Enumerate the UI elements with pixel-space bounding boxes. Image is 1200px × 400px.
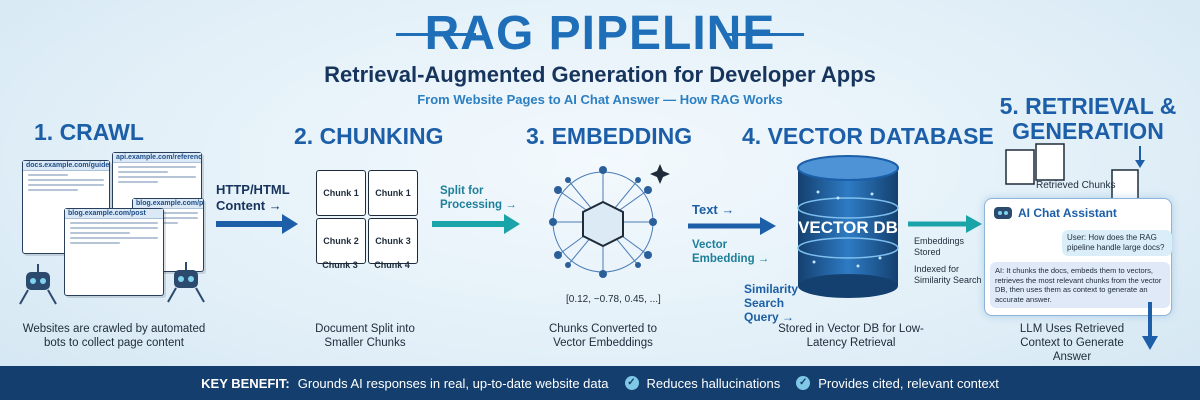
page-url: blog.example.com/post [65, 209, 163, 219]
crawler-bot-icons [19, 262, 205, 305]
key-benefit-bar: KEY BENEFIT: Grounds AI responses in rea… [0, 366, 1200, 400]
vectordb-note-indexed: Indexed for Similarity Search [914, 264, 982, 285]
chat-ai-message: AI: It chunks the docs, embeds them to v… [990, 262, 1170, 308]
embedding-vector-sample: [0.12, −0.78, 0.45, ...] [566, 294, 661, 305]
embedding-cube-icon [582, 200, 624, 248]
page-subtitle: Retrieval-Augmented Generation for Devel… [324, 62, 876, 87]
chunk-grid: Chunk 1 Chunk 1 Chunk 2 Chunk 3 Chunk 3 … [310, 162, 422, 298]
step-vectordb-caption: Stored in Vector DB for Low-Latency Retr… [778, 323, 924, 349]
retrieved-chunks-label: Retrieved Chunks [1036, 180, 1116, 191]
flow-label-similarity: Similarity Search Query → [744, 282, 799, 324]
key-benefit-label: KEY BENEFIT: [201, 375, 290, 391]
arrow-down-icon [1142, 302, 1158, 350]
vector-db-cylinder-icon [797, 155, 899, 298]
page-url: api.example.com/reference [113, 153, 201, 163]
page-url: blog.example.com/post [133, 199, 203, 209]
title-rule-left [396, 33, 476, 36]
check-icon: ✓ [624, 376, 639, 390]
check-icon: ✓ [796, 376, 811, 390]
step-chunking-heading: 2. CHUNKING [294, 123, 444, 149]
step-vectordb-heading: 4. VECTOR DATABASE [742, 123, 994, 149]
retrieved-docs-icon [1005, 143, 1145, 200]
chat-user-message: User: How does the RAG pipeline handle l… [1062, 230, 1172, 256]
chunk-tile: Chunk 2 [316, 218, 366, 264]
page-url: docs.example.com/guide [23, 161, 109, 171]
sparkle-icon [650, 164, 670, 184]
chunk-tile: Chunk 1 [368, 170, 418, 216]
page-tagline: From Website Pages to AI Chat Answer — H… [417, 92, 783, 107]
step-retrieval-heading: 5. RETRIEVAL & GENERATION [999, 93, 1177, 144]
chunk-tile: Chunk 3 [368, 218, 418, 264]
arrow-chunk-to-embed [432, 214, 520, 234]
robot-icon-right [167, 262, 205, 303]
arrow-embed-to-db [688, 217, 776, 235]
arrow-db-to-retrieval [908, 215, 982, 233]
arrow-crawl-to-chunk [216, 214, 298, 234]
crawled-page-blog: blog.example.com/post [64, 208, 164, 296]
title-rule-right [724, 33, 804, 36]
chunk-tile: Chunk 3 [322, 260, 358, 270]
vectordb-note-stored: Embeddings Stored [914, 236, 965, 257]
robot-icon-left [19, 264, 57, 305]
flow-label-http: HTTP/HTML Content → [216, 182, 290, 213]
step-chunking-caption: Document Split into Smaller Chunks [315, 323, 415, 349]
chunk-tile: Chunk 4 [374, 260, 410, 270]
key-benefit-text: Grounds AI responses in real, up-to-date… [297, 375, 609, 391]
chunk-tile: Chunk 1 [316, 170, 366, 216]
vector-db-label: VECTOR DB [798, 218, 898, 237]
robot-avatar-icon [994, 207, 1012, 219]
benefit-hallucinations: Reduces hallucinations [646, 375, 781, 391]
flow-label-split: Split for Processing → [440, 185, 517, 211]
benefit-cited: Provides cited, relevant context [818, 375, 999, 391]
chat-title: AI Chat Assistant [1018, 206, 1117, 220]
step-embedding-heading: 3. EMBEDDING [526, 123, 693, 149]
flow-label-vector: Vector Embedding → [692, 239, 770, 265]
page-title: RAG PIPELINE [424, 7, 776, 60]
step-embedding-caption: Chunks Converted to Vector Embeddings [548, 323, 658, 349]
step-crawl-heading: 1. CRAWL [34, 119, 144, 145]
step-retrieval-caption: LLM Uses Retrieved Context to Generate A… [1019, 323, 1125, 363]
embedding-network-graphic [549, 164, 670, 278]
step-crawl-caption: Websites are crawled by automated bots t… [22, 323, 206, 349]
flow-label-text: Text → [692, 202, 735, 217]
